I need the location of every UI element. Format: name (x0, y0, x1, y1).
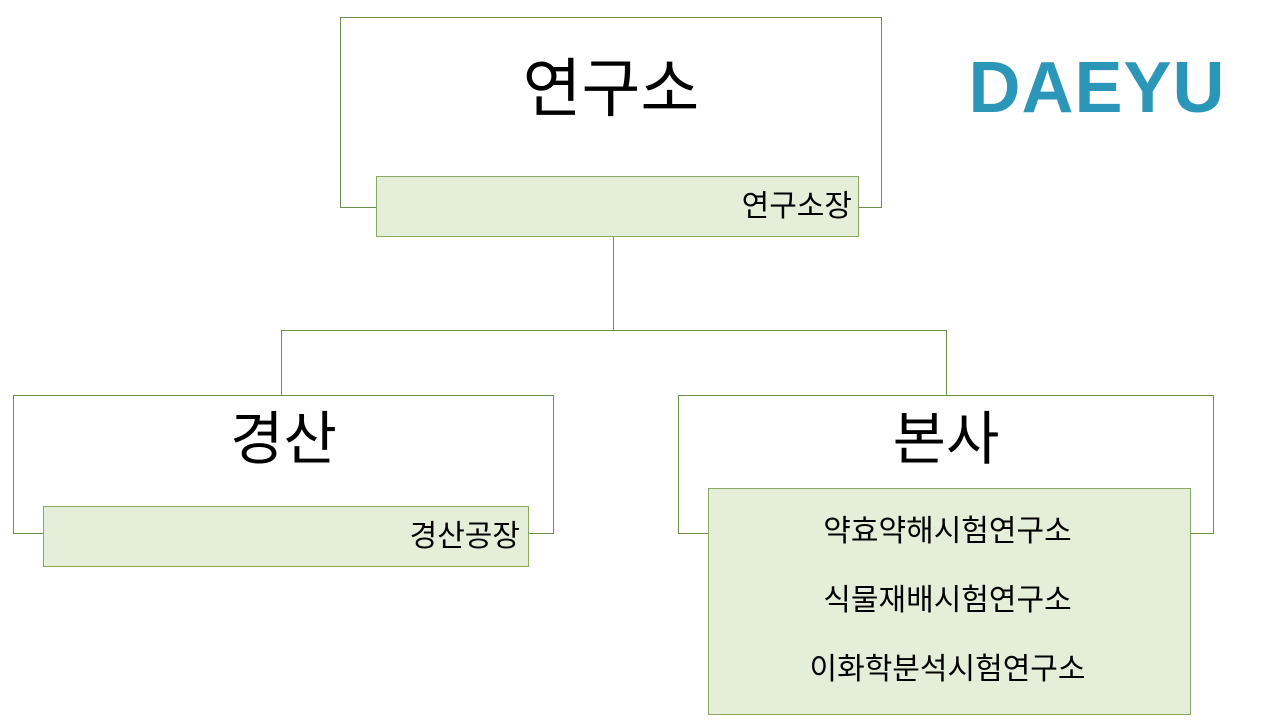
label-box-headquarters-labs[interactable]: 약효약해시험연구소 식물재배시험연구소 이화학분석시험연구소 (708, 488, 1191, 715)
connector-horizontal-bar (281, 330, 947, 331)
connector-drop-right (946, 330, 947, 395)
label-box-gyeongsan-plant[interactable]: 경산공장 (43, 506, 529, 567)
node-title-research-institute: 연구소 (522, 53, 700, 125)
label-text-gyeongsan-plant: 경산공장 (409, 519, 520, 553)
node-title-gyeongsan: 경산 (230, 407, 337, 472)
daeyu-logo: DAEYU (968, 48, 1226, 128)
label-text-research-director: 연구소장 (741, 189, 852, 223)
label-text-hq-lab-1: 약효약해시험연구소 (823, 514, 1072, 548)
label-text-hq-lab-2: 식물재배시험연구소 (823, 583, 1072, 617)
node-title-headquarters: 본사 (892, 407, 1000, 472)
label-box-research-director[interactable]: 연구소장 (376, 176, 859, 237)
connector-root-trunk (613, 236, 614, 331)
connector-drop-left (281, 330, 282, 395)
label-text-hq-lab-3: 이화학분석시험연구소 (809, 652, 1086, 686)
